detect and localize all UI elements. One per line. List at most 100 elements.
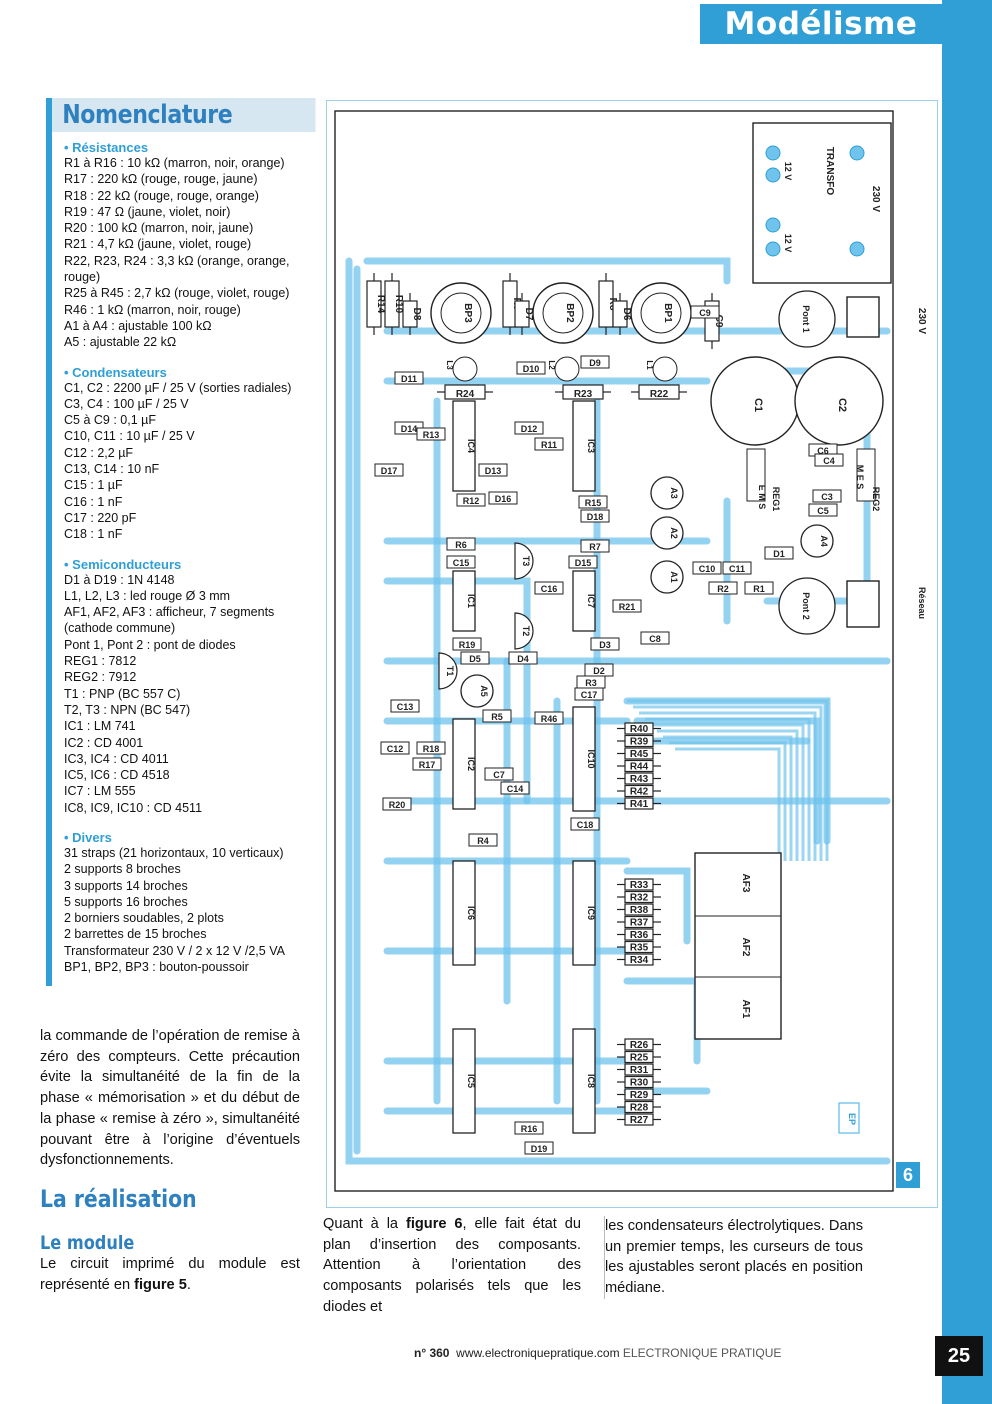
component-label: C14 <box>507 784 524 794</box>
nomenclature-item: BP1, BP2, BP3 : bouton-poussoir <box>64 960 249 975</box>
component-box <box>534 437 564 451</box>
nomenclature-item: IC5, IC6 : CD 4518 <box>64 768 170 783</box>
resistor-row-label: R23 <box>574 389 593 400</box>
nomenclature-item: C1, C2 : 2200 µF / 25 V (sorties radiale… <box>64 380 292 395</box>
component-box <box>814 453 844 467</box>
transistor-label: T2 <box>521 626 531 637</box>
resistor-stack-2-label: R37 <box>630 918 649 929</box>
corner-mark-box <box>838 1102 860 1134</box>
component-label: D4 <box>517 654 529 664</box>
component-box <box>524 1141 554 1155</box>
display-label: AF3 <box>740 874 751 893</box>
nomenclature-item: T2, T3 : NPN (BC 547) <box>64 702 191 717</box>
component-label: R46 <box>541 714 558 724</box>
network-terminal <box>846 580 880 628</box>
transformer-pad <box>765 217 781 233</box>
component-label: D16 <box>495 494 512 504</box>
integrated-circuit-label: IC3 <box>586 439 596 453</box>
network-label: Réseau <box>917 587 927 619</box>
component-box <box>484 767 514 781</box>
resistor-stack-1-label: R44 <box>630 762 649 773</box>
potentiometer <box>460 674 494 708</box>
nomenclature-item: R19 : 47 Ω (jaune, violet, noir) <box>64 204 231 219</box>
copper-bus <box>657 729 799 861</box>
component-box <box>574 687 604 701</box>
nomenclature-section-title: • Divers <box>64 829 112 845</box>
integrated-circuit-label: IC7 <box>586 594 596 608</box>
nomenclature-item: R22, R23, R24 : 3,3 kΩ (orange, orange, … <box>64 253 290 285</box>
push-button-inner <box>542 292 584 334</box>
transistor-label: T3 <box>521 556 531 567</box>
integrated-circuit <box>452 570 476 632</box>
component-box <box>764 546 794 560</box>
transformer-secondary-a: 12 V <box>783 162 793 181</box>
component-label: R19 <box>459 640 476 650</box>
push-button-inner <box>440 292 482 334</box>
integrated-circuit <box>572 1028 596 1134</box>
integrated-circuit-label: IC5 <box>466 1074 476 1088</box>
nomenclature-item: D1 à D19 : 1N 4148 <box>64 572 175 587</box>
col2-fig-ref: figure 6 <box>405 1216 463 1232</box>
copper-trace <box>623 867 691 945</box>
component-label: C13 <box>397 702 414 712</box>
nomenclature-item: R1 à R16 : 10 kΩ (marron, noir, orange) <box>64 156 285 170</box>
bridge-2-label: Pont 2 <box>801 592 811 620</box>
display-label: AF1 <box>740 1000 751 1019</box>
component-label: D9 <box>589 358 601 368</box>
component-box <box>690 305 720 319</box>
resistor-stack-3-label: R25 <box>630 1053 649 1064</box>
regulator-2-label: REG2 <box>871 487 881 512</box>
resistor-stack-3-label: R27 <box>630 1115 649 1126</box>
led-label: L1 <box>645 360 654 370</box>
mains-label: 230 V <box>916 308 927 334</box>
component-label: R5 <box>491 712 503 722</box>
col3-text: les condensateurs électrolytiques. Dans … <box>605 1218 863 1297</box>
nomenclature-item: IC3, IC4 : CD 4011 <box>64 751 169 766</box>
potentiometer-label: A4 <box>819 535 829 547</box>
component-label: R2 <box>717 584 729 594</box>
resistor-stack-1-label: R41 <box>630 799 649 810</box>
led <box>652 356 678 382</box>
col2-text-a: Quant à la <box>323 1216 406 1232</box>
component-label: C18 <box>577 820 594 830</box>
resistor-stack-3-label: R26 <box>630 1040 649 1051</box>
body-column-3: les condensateurs électrolytiques. Dans … <box>604 1216 863 1299</box>
component-label: D2 <box>593 666 605 676</box>
regulator-2-tab <box>856 448 876 502</box>
component-label: C8 <box>649 634 661 644</box>
display-block <box>694 852 782 1040</box>
nomenclature-item: 2 barrettes de 15 broches <box>64 927 207 942</box>
nomenclature-item: C17 : 220 pF <box>64 510 137 525</box>
component-label: C4 <box>823 456 835 466</box>
potentiometer <box>650 476 684 510</box>
led-label: L2 <box>547 360 556 370</box>
nomenclature-item: REG1 : 7812 <box>64 654 137 669</box>
nomenclature-item: 2 borniers soudables, 2 plots <box>64 911 224 926</box>
nomenclature-item: C3, C4 : 100 µF / 25 V <box>64 396 189 411</box>
component-label: C9 <box>699 308 711 318</box>
nomenclature-item: Transformateur 230 V / 2 x 12 V /2,5 VA <box>64 943 285 958</box>
component-box <box>468 833 498 847</box>
nomenclature-item: IC2 : CD 4001 <box>64 735 144 750</box>
component-label: R12 <box>463 496 480 506</box>
resistor-stack-2-label: R38 <box>630 905 649 916</box>
component-box <box>394 371 424 385</box>
nomenclature-item: IC8, IC9, IC10 : CD 4511 <box>64 800 203 815</box>
nomenclature-item: C5 à C9 : 0,1 µF <box>64 413 156 428</box>
copper-bus <box>669 741 787 861</box>
body-column-2: Quant à la figure 6, elle fait état du p… <box>323 1214 581 1318</box>
regulator-2-pins: M E S <box>855 465 865 490</box>
push-button-label: BP3 <box>462 303 473 323</box>
component-box <box>416 741 446 755</box>
component-box <box>580 355 610 369</box>
component-box <box>478 463 508 477</box>
copper-trace <box>345 257 891 1165</box>
copper-trace <box>363 257 731 285</box>
component-box <box>380 741 410 755</box>
component-label: D1 <box>773 549 785 559</box>
component-box <box>390 699 420 713</box>
